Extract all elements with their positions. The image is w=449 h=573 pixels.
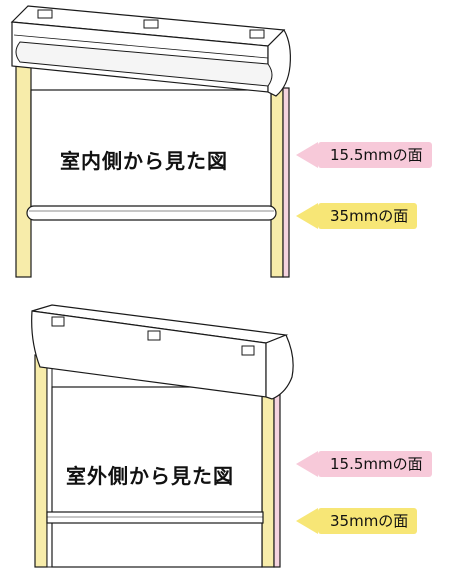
callout-label: 15.5mmの面: [318, 142, 432, 168]
bracket-center: [147, 330, 161, 341]
head-box-end: [267, 29, 291, 97]
right-frame-side-face: [273, 394, 281, 568]
callout-pointer: [296, 142, 318, 168]
callout-label: 15.5mmの面: [318, 451, 432, 477]
callout-outdoor-15mm: 15.5mmの面: [296, 451, 432, 477]
right-frame-rail: [261, 394, 275, 568]
callout-pointer: [296, 203, 318, 229]
outdoor-view: 室外側から見た図 15.5mmの面 35mmの面: [0, 295, 449, 573]
left-frame-rail: [34, 354, 48, 568]
right-frame-rail: [270, 87, 284, 278]
screen-fabric: [51, 386, 263, 568]
bracket-left: [37, 9, 53, 19]
indoor-view: 室内側から見た図 15.5mmの面 35mmの面: [10, 5, 432, 278]
bracket-right: [241, 345, 255, 356]
callout-pointer: [296, 451, 318, 477]
bottom-bar: [26, 205, 277, 221]
callout-indoor-35mm: 35mmの面: [296, 203, 418, 229]
bracket-left: [51, 316, 65, 327]
left-frame-side-face: [46, 354, 53, 568]
indoor-view-drawing: [10, 5, 291, 278]
callout-outdoor-35mm: 35mmの面: [296, 508, 418, 534]
callout-indoor-15mm: 15.5mmの面: [296, 142, 432, 168]
head-box-end: [265, 334, 294, 400]
bracket-center: [143, 19, 159, 29]
bottom-bar: [46, 511, 264, 524]
callout-label: 35mmの面: [318, 508, 418, 534]
right-frame-side-face: [282, 87, 290, 278]
screen-fabric: [30, 89, 272, 218]
callout-pointer: [296, 508, 318, 534]
outdoor-view-drawing: [31, 304, 294, 568]
indoor-view-title: 室内側から見た図: [60, 149, 228, 173]
roller-tube: [15, 41, 273, 87]
head-box-front: [31, 310, 267, 398]
outdoor-view-title: 室外側から見た図: [66, 464, 234, 488]
bracket-right: [249, 29, 265, 39]
callout-label: 35mmの面: [318, 203, 418, 229]
left-frame-rail: [15, 61, 32, 278]
